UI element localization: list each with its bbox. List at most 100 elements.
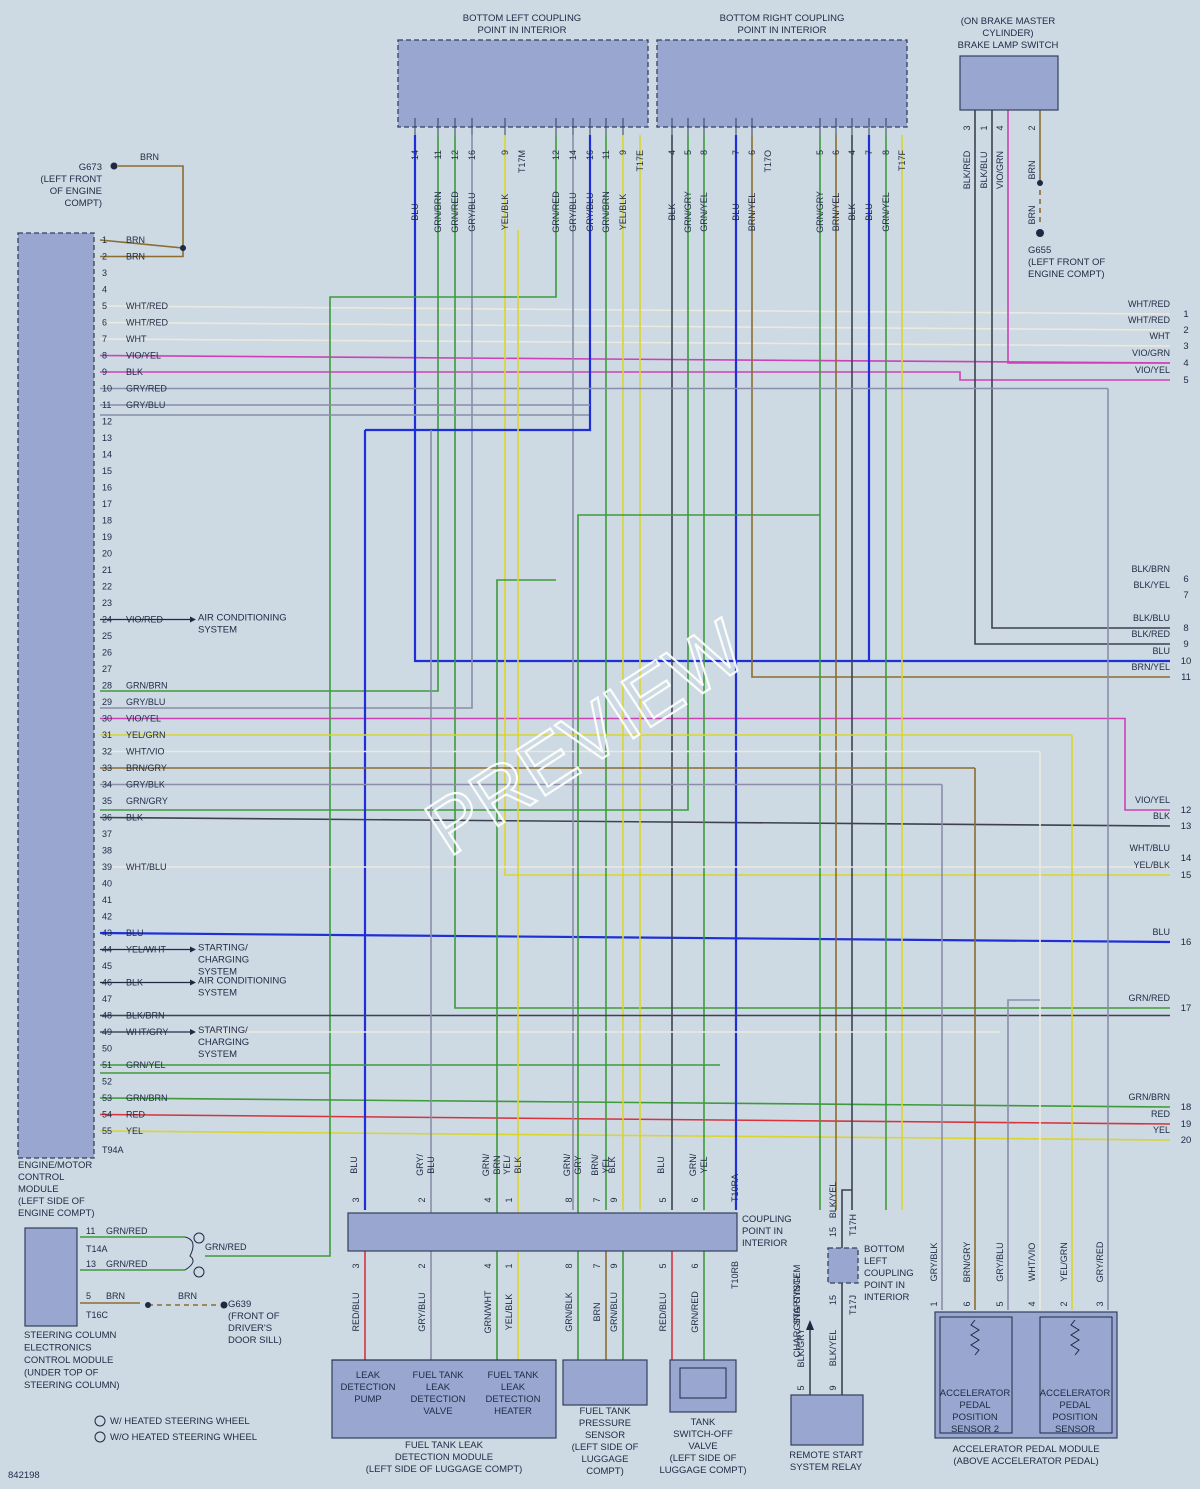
- sensor-1-label: PEDAL: [1059, 1400, 1090, 1411]
- accelerator-module-box: [934, 1311, 1118, 1439]
- t10rb-connector: T10RB: [730, 1261, 740, 1289]
- ecm-pin-number: 48: [102, 1011, 112, 1021]
- right-ref-wire-label: BLU: [1152, 927, 1170, 937]
- coupling-bottom-bot-pin: 1: [504, 1263, 514, 1268]
- right-ref-wire-label: BLU: [1152, 646, 1170, 656]
- right-ref-number: 2: [1183, 325, 1188, 336]
- ecm-label: (LEFT SIDE OF: [18, 1196, 85, 1207]
- fuel-pressure-label: SENSOR: [585, 1430, 625, 1441]
- right-ref-number: 5: [1183, 375, 1188, 386]
- relay-ref-pin: 15: [828, 1295, 838, 1305]
- right-ref-number: 1: [1183, 309, 1188, 320]
- leak-pump-label: LEAK: [356, 1370, 381, 1381]
- fuel-leak-module-label: DETECTION MODULE: [395, 1452, 493, 1463]
- brake-lamp-switch-box: [959, 55, 1059, 111]
- leak-pump-label: DETECTION: [341, 1382, 396, 1393]
- right-ref-number: 19: [1181, 1119, 1192, 1130]
- tank-valve-label: SWITCH-OFF: [673, 1429, 733, 1440]
- ecm-to-right-wire: [99, 816, 1171, 827]
- remote-coupling-label: COUPLING: [864, 1268, 914, 1279]
- coupling-bottom-bot-label: RED/BLU: [351, 1292, 361, 1331]
- ecm-pin-wire-label: BLK: [126, 978, 143, 988]
- t17j-connector: T17J: [848, 1295, 858, 1315]
- coupling-bottom-top-label: BLU: [656, 1156, 666, 1174]
- coupling-bottom-top-label: YEL: [699, 1156, 709, 1173]
- sensor-2-box: [939, 1316, 1013, 1434]
- riser: [100, 135, 689, 811]
- ecm-pin-number: 8: [102, 351, 107, 361]
- ecm-pin-number: 9: [102, 367, 107, 377]
- ecm-pin-number: 37: [102, 829, 112, 839]
- fuel-pressure-label: PRESSURE: [579, 1418, 631, 1429]
- sensor-2-label: POSITION: [952, 1412, 998, 1423]
- coupling-right-wire-label: BLK: [667, 203, 677, 220]
- relay-ref-label: CHARGING SYSTEM: [792, 1264, 803, 1357]
- ecm-pin-number: 15: [102, 466, 112, 476]
- coupling-bottom-top-pin: 8: [564, 1197, 574, 1202]
- coupling-bottom-label: COUPLING: [742, 1214, 792, 1225]
- coupling-left-wire-label: BLU: [410, 203, 420, 221]
- brake-switch-title: (ON BRAKE MASTER: [961, 16, 1056, 27]
- coupling-right-wire-label: GRN/YEL: [881, 192, 891, 232]
- ecm-pin-number: 19: [102, 532, 112, 542]
- ecm-pin-wire-label: GRN/YEL: [126, 1060, 166, 1070]
- right-ref-wire-label: BLK/YEL: [1133, 580, 1170, 590]
- ecm-pin-number: 42: [102, 912, 112, 922]
- ecm-pin-number: 27: [102, 664, 112, 674]
- sensor-1-label: SENSOR: [1055, 1424, 1095, 1435]
- brake-switch-pin: 1: [979, 125, 989, 130]
- remote-coupling-label: POINT IN: [864, 1280, 905, 1291]
- g673-label: COMPT): [65, 198, 102, 209]
- potentiometer-icon: [970, 1319, 980, 1356]
- right-ref-wire-label: WHT: [1150, 331, 1171, 341]
- sensor-1-label: POSITION: [1052, 1412, 1098, 1423]
- note-1-icon: [193, 1232, 205, 1244]
- figure-id: 842198: [8, 1470, 40, 1481]
- coupling-bottom-bot-label: YEL/BLK: [504, 1294, 514, 1331]
- sensor-2-label: SENSOR 2: [951, 1424, 999, 1435]
- coupling-bottom-bot-label: GRN/RED: [690, 1291, 700, 1333]
- accel-riser: [1007, 999, 1040, 1310]
- bottom-riser: [496, 579, 556, 1213]
- coupling-left-wire-label: GRN/RED: [450, 191, 460, 233]
- ecm-ref-label: SYSTEM: [198, 988, 237, 999]
- riser: [100, 135, 557, 1074]
- right-ref-number: 12: [1181, 805, 1192, 816]
- right-ref-wire-label: BLK: [1153, 811, 1170, 821]
- ecm-pin-number: 17: [102, 499, 112, 509]
- g655-label: G655: [1028, 245, 1051, 256]
- coupling-left-pin: 11: [433, 150, 443, 159]
- ecm-module-box: [17, 232, 95, 1159]
- ecm-pin-number: 4: [102, 285, 107, 295]
- g639-wire-label: BRN: [178, 1291, 197, 1301]
- ecm-pin-wire-label: VIO/YEL: [126, 714, 161, 724]
- right-ref-number: 7: [1183, 590, 1188, 601]
- coupling-bottom-bot-pin: 3: [351, 1263, 361, 1268]
- coupling-bottom-bot-pin: 4: [483, 1263, 493, 1268]
- ecm-pin-wire-label: GRN/GRY: [126, 796, 168, 806]
- coupling-bottom-top-label: BLK: [607, 1156, 617, 1173]
- right-ref-wire-label: YEL: [1153, 1125, 1170, 1135]
- brake-switch-wire-label: BLK/BLU: [979, 151, 989, 188]
- note-2-icon: [94, 1431, 106, 1443]
- ecm-connector: T94A: [102, 1145, 124, 1155]
- ecm-pin-number: 18: [102, 516, 112, 526]
- t16c-connector: T16C: [86, 1310, 109, 1320]
- leak-heater-label: DETECTION: [486, 1394, 541, 1405]
- right-ref-wire-label: BLK/BLU: [1133, 613, 1170, 623]
- relay-pin: 5: [796, 1385, 806, 1390]
- ecm-pin-wire-label: BRN/GRY: [126, 763, 167, 773]
- ecm-pin-number: 31: [102, 730, 112, 740]
- ecm-pin-wire-label: GRN/BRN: [126, 681, 168, 691]
- coupling-right-pin: 4: [847, 150, 857, 155]
- splice-dot: [145, 1302, 151, 1308]
- leak-heater-label: FUEL TANK: [487, 1370, 539, 1381]
- steering-merged-wire: [205, 1073, 331, 1257]
- brake-wire: [974, 110, 1170, 645]
- ecm-pin-number: 3: [102, 268, 107, 278]
- fuel-pressure-sensor-box: [562, 1359, 648, 1406]
- coupling-bottom-bot-pin: 6: [690, 1263, 700, 1268]
- fuel-leak-module-label: (LEFT SIDE OF LUGGAGE COMPT): [366, 1464, 523, 1475]
- ecm-pin-number: 43: [102, 928, 112, 938]
